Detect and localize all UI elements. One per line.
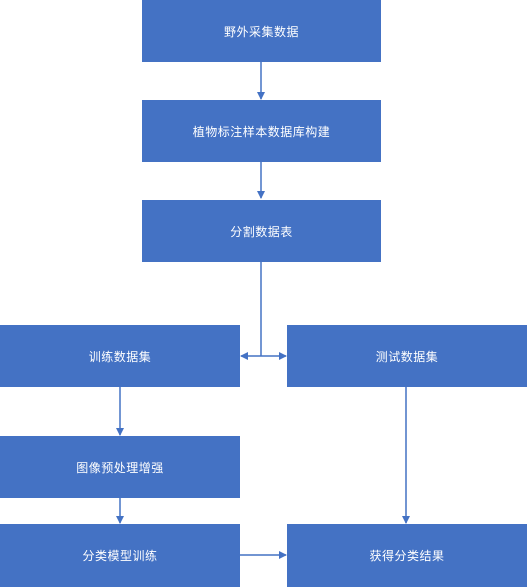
node-field-collection: 野外采集数据 (142, 0, 381, 62)
node-field-collection-label: 野外采集数据 (223, 24, 299, 39)
node-train-model: 分类模型训练 (0, 524, 240, 587)
node-train-set: 训练数据集 (0, 325, 240, 387)
node-split-table: 分割数据表 (142, 200, 381, 262)
node-train-set-label: 训练数据集 (88, 349, 152, 364)
node-test-set: 测试数据集 (287, 325, 527, 387)
node-split-table-label: 分割数据表 (230, 224, 293, 239)
node-database-build: 植物标注样本数据库构建 (142, 100, 381, 162)
node-preprocess: 图像预处理增强 (0, 436, 240, 498)
node-test-set-label: 测试数据集 (375, 349, 439, 364)
node-database-build-label: 植物标注样本数据库构建 (192, 124, 331, 139)
node-train-model-label: 分类模型训练 (82, 549, 158, 563)
node-result-label: 获得分类结果 (369, 549, 445, 563)
node-result: 获得分类结果 (287, 524, 527, 587)
node-preprocess-label: 图像预处理增强 (76, 460, 164, 475)
